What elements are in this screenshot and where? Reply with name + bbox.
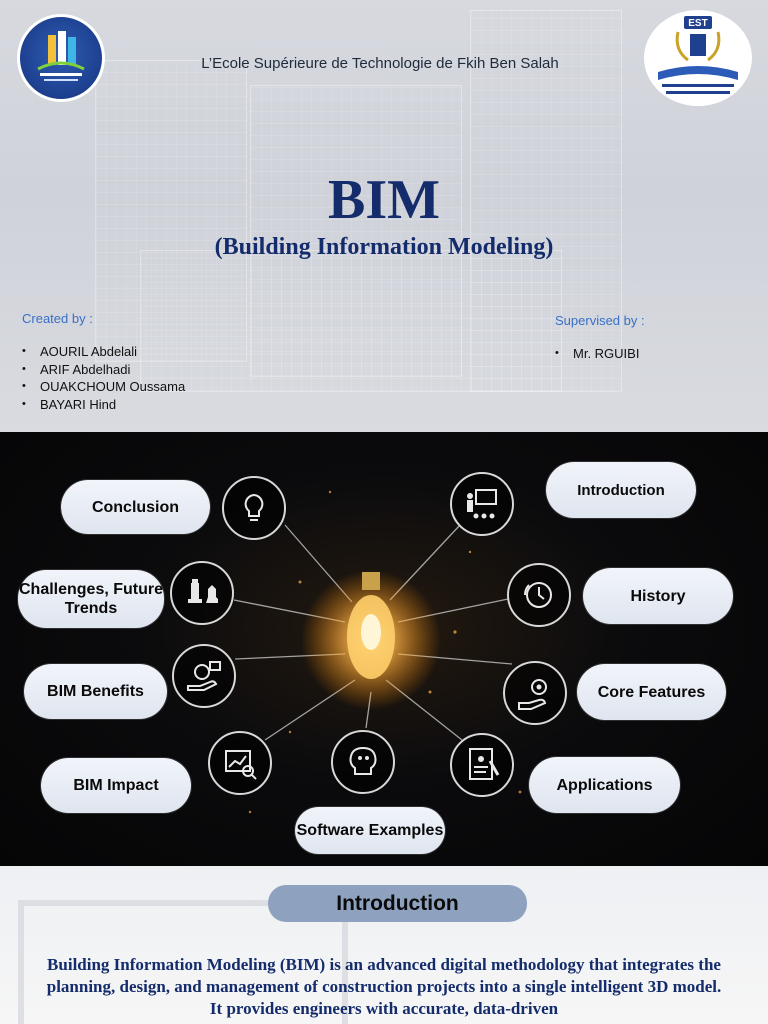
author-item: ARIF Abdelhadi bbox=[22, 361, 185, 379]
software-examples-button[interactable]: Software Examples bbox=[295, 807, 445, 854]
supervised-by-label: Supervised by : bbox=[555, 313, 645, 328]
brain-icon[interactable] bbox=[331, 730, 395, 794]
bulb-filament bbox=[361, 614, 381, 650]
conclusion-button[interactable]: Conclusion bbox=[61, 480, 210, 534]
gears-icon[interactable] bbox=[503, 661, 567, 725]
bim-impact-button[interactable]: BIM Impact bbox=[41, 758, 191, 813]
authors-list: AOURIL Abdelali ARIF Abdelhadi OUAKCHOUM… bbox=[22, 343, 185, 413]
applications-button[interactable]: Applications bbox=[529, 757, 680, 813]
introduction-text: Building Information Modeling (BIM) is a… bbox=[46, 955, 722, 1018]
background-building bbox=[95, 60, 247, 362]
background-building bbox=[470, 10, 622, 392]
core-features-button[interactable]: Core Features bbox=[577, 664, 726, 720]
chess-icon[interactable] bbox=[170, 561, 234, 625]
introduction-button[interactable]: Introduction bbox=[546, 462, 696, 518]
author-item: OUAKCHOUM Oussama bbox=[22, 378, 185, 396]
introduction-heading: Introduction bbox=[268, 885, 527, 922]
supervisors-list: Mr. RGUIBI bbox=[555, 345, 639, 363]
title-slide: L’Ecole Supérieure de Technologie de Fki… bbox=[0, 0, 768, 432]
introduction-section: Introduction Building Information Modeli… bbox=[0, 866, 768, 1024]
connector-lines bbox=[233, 490, 612, 814]
bulb-cap bbox=[362, 572, 380, 590]
challenges-button[interactable]: Challenges, Future Trends bbox=[18, 570, 164, 628]
est-logo: EST bbox=[644, 10, 752, 106]
est-logo-text: EST bbox=[688, 18, 707, 29]
history-button[interactable]: History bbox=[583, 568, 733, 624]
author-item: BAYARI Hind bbox=[22, 396, 185, 414]
lightbulb-icon[interactable] bbox=[222, 476, 286, 540]
roadmap-infographic: Conclusion Introduction Challenges, Futu… bbox=[0, 432, 768, 866]
background-building bbox=[250, 85, 462, 377]
created-by-label: Created by : bbox=[22, 311, 93, 326]
history-icon[interactable] bbox=[507, 563, 571, 627]
supervisor-item: Mr. RGUIBI bbox=[555, 345, 639, 363]
sub-title: (Building Information Modeling) bbox=[214, 234, 554, 260]
school-name: L’Ecole Supérieure de Technologie de Fki… bbox=[201, 55, 559, 72]
university-logo bbox=[17, 14, 105, 102]
main-title: BIM bbox=[328, 169, 440, 231]
bim-benefits-button[interactable]: BIM Benefits bbox=[24, 664, 167, 719]
document-icon[interactable] bbox=[450, 733, 514, 797]
background-frame bbox=[18, 900, 348, 1024]
author-item: AOURIL Abdelali bbox=[22, 343, 185, 361]
analytics-icon[interactable] bbox=[208, 731, 272, 795]
presentation-icon[interactable] bbox=[450, 472, 514, 536]
background-building bbox=[140, 250, 562, 392]
benefits-icon[interactable] bbox=[172, 644, 236, 708]
